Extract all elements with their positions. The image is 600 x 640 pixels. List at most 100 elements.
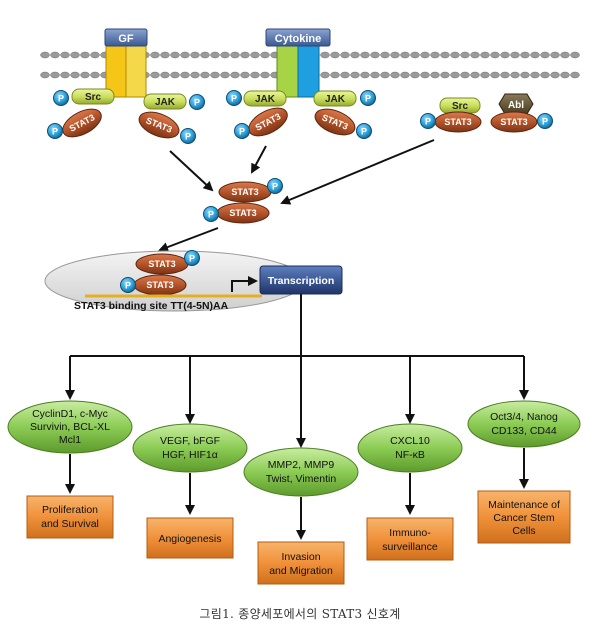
lipid-bead [450, 71, 460, 79]
phosphate-icon: P [537, 113, 553, 129]
lipid-bead [380, 71, 390, 79]
lipid-bead [210, 71, 220, 79]
lipid-bead [410, 51, 420, 59]
svg-text:P: P [125, 281, 131, 291]
lipid-bead [360, 51, 370, 59]
lipid-bead [570, 51, 580, 59]
gene-line: Mcl1 [59, 434, 81, 446]
outcome-line: Cells [512, 525, 535, 537]
lipid-bead [470, 51, 480, 59]
outcome-line: Invasion [281, 551, 320, 563]
outcome-box-2: Angiogenesis [146, 517, 234, 559]
outcome-box-1: Proliferation and Survival [26, 495, 114, 539]
outcome-line: Proliferation [42, 504, 98, 516]
lipid-bead [70, 51, 80, 59]
abl-kinase: Abl [498, 93, 534, 115]
phosphate-icon: P [180, 128, 196, 144]
outcome-line: Angiogenesis [158, 533, 221, 545]
lipid-bead [550, 51, 560, 59]
lipid-bead [320, 51, 330, 59]
stat3-dimer-nuclear: STAT3 STAT3 P P [120, 250, 200, 296]
outcome-line: and Migration [269, 565, 333, 577]
lipid-bead [530, 51, 540, 59]
phosphate-icon: P [234, 123, 250, 139]
jak-label: JAK [255, 94, 276, 105]
lipid-bead [340, 71, 350, 79]
lipid-bead [60, 51, 70, 59]
lipid-bead [440, 51, 450, 59]
lipid-bead [230, 51, 240, 59]
lipid-bead [40, 51, 50, 59]
svg-text:P: P [272, 182, 278, 192]
lipid-bead [400, 51, 410, 59]
lipid-bead [230, 71, 240, 79]
transcription-start-arrow [231, 276, 258, 292]
lipid-bead [40, 71, 50, 79]
gf-receptor: GF [104, 28, 148, 98]
svg-text:P: P [58, 94, 64, 104]
lipid-bead [320, 71, 330, 79]
gf-receptor-label: GF [118, 33, 134, 45]
svg-text:P: P [239, 127, 245, 137]
lipid-bead [370, 71, 380, 79]
lipid-bead [250, 51, 260, 59]
svg-text:P: P [194, 98, 200, 108]
src-kinase-gf: Src [71, 88, 115, 105]
outcome-box-3: Invasion and Migration [257, 541, 345, 585]
gene-line: CD133, CD44 [491, 425, 557, 437]
gene-oval-4: CXCL10 NF-κB [357, 423, 463, 473]
outcome-box-5: Maintenance of Cancer Stem Cells [477, 490, 571, 544]
lipid-bead [540, 51, 550, 59]
lipid-bead [50, 51, 60, 59]
outcome-box-4: Immuno- surveillance [366, 517, 454, 561]
svg-text:P: P [231, 94, 237, 104]
target-branch-lines [70, 294, 524, 357]
lipid-bead [330, 71, 340, 79]
lipid-bead [460, 71, 470, 79]
transcription-box: Transcription [259, 265, 343, 295]
outcome-line: surveillance [382, 541, 438, 553]
lipid-bead [410, 71, 420, 79]
gene-oval-5: Oct3/4, Nanog CD133, CD44 [467, 400, 581, 448]
lipid-bead [160, 51, 170, 59]
svg-text:P: P [208, 210, 214, 220]
lipid-bead [480, 51, 490, 59]
svg-text:P: P [189, 254, 195, 264]
phosphate-icon: P [53, 90, 69, 106]
gene-oval-3: MMP2, MMP9 Twist, Vimentin [243, 447, 359, 497]
outcome-line: Immuno- [389, 527, 431, 539]
outcome-line: Cancer Stem [493, 512, 555, 524]
stat3-label: STAT3 [146, 280, 173, 290]
phosphate-icon: P [203, 206, 219, 222]
jak-kinase-gf: JAK [143, 93, 187, 110]
stat3-label: STAT3 [229, 208, 256, 218]
outcome-line: Maintenance of [488, 499, 560, 511]
svg-text:P: P [52, 127, 58, 137]
lipid-bead [390, 71, 400, 79]
lipid-bead [70, 71, 80, 79]
lipid-bead [60, 71, 70, 79]
lipid-bead [420, 71, 430, 79]
svg-text:P: P [365, 94, 371, 104]
jak-label: JAK [155, 97, 176, 108]
svg-text:P: P [425, 117, 431, 127]
lipid-bead [370, 51, 380, 59]
svg-text:P: P [185, 132, 191, 142]
lipid-bead [390, 51, 400, 59]
lipid-bead [500, 51, 510, 59]
phosphate-icon: P [420, 113, 436, 129]
gene-oval-2: VEGF, bFGF HGF, HIF1α [132, 423, 248, 473]
lipid-bead [180, 51, 190, 59]
phosphate-icon: P [267, 178, 283, 194]
lipid-bead [190, 51, 200, 59]
stat3-cytoplasm-left: STAT3 [434, 111, 482, 133]
gene-oval-1: CyclinD1, c-Myc Survivin, BCL-XL Mcl1 [7, 400, 133, 454]
lipid-bead [430, 51, 440, 59]
stat3-dimer-cytoplasm: STAT3 STAT3 P P [203, 178, 283, 224]
lipid-bead [360, 71, 370, 79]
lipid-bead [560, 71, 570, 79]
phosphate-icon: P [226, 90, 242, 106]
svg-text:P: P [361, 127, 367, 137]
lipid-bead [220, 71, 230, 79]
cytokine-receptor: Cytokine [265, 28, 331, 98]
